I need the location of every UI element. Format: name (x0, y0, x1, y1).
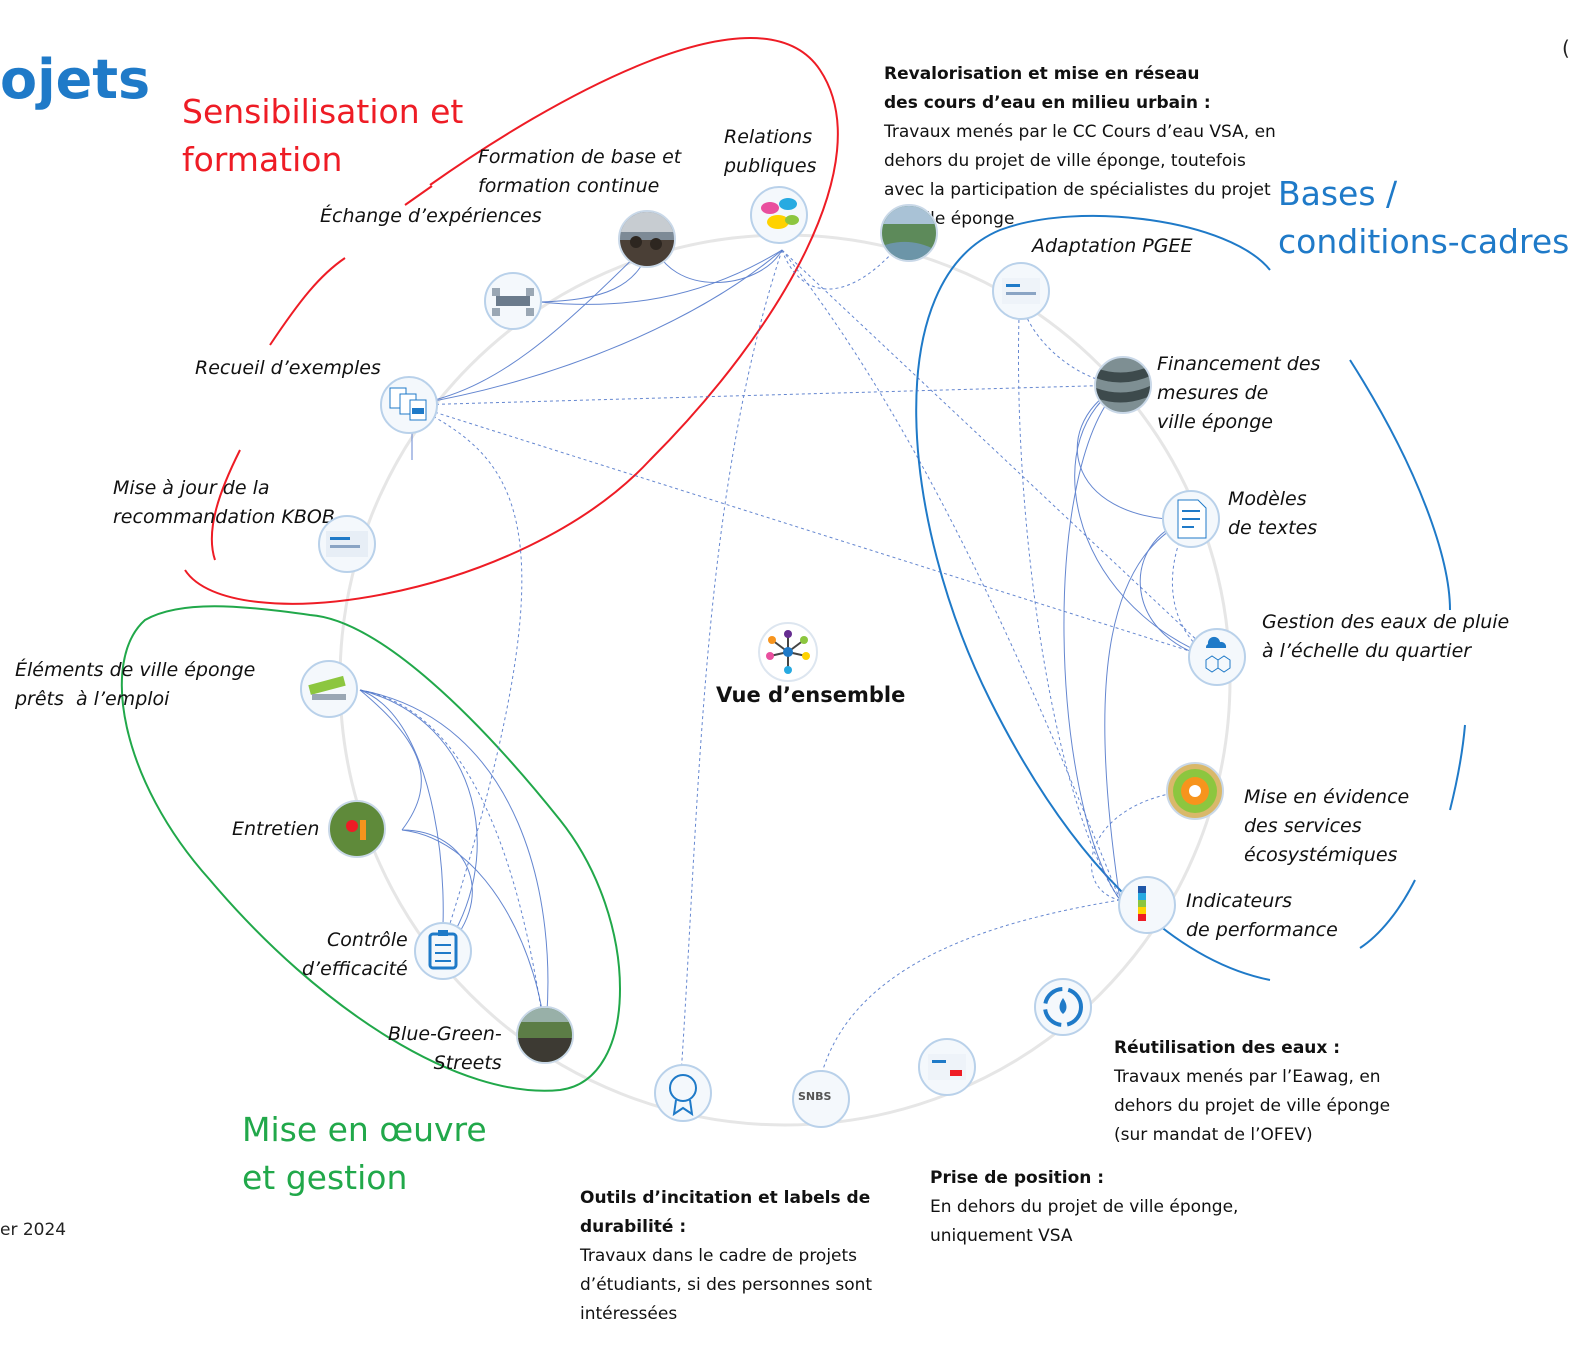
snbs-text: SNBS (798, 1090, 832, 1103)
rain-cloud-hexagon-icon[interactable] (1188, 628, 1246, 686)
snbs-label-icon[interactable]: SNBS (792, 1070, 850, 1128)
group-title-mise-en-oeuvre: Mise en œuvre et gestion (242, 1110, 487, 1197)
ecosystem-services-wheel-icon[interactable] (1166, 762, 1224, 820)
ready-elements-icon[interactable] (300, 660, 358, 718)
financing-photo-icon[interactable] (1094, 356, 1152, 414)
label-echange: Échange d’expériences (320, 205, 542, 227)
label-kbob: Mise à jour de la recommandation KBOB (113, 477, 335, 528)
block-prise-position: Prise de position :En dehors du projet d… (930, 1168, 1239, 1246)
sensibilisation-outline (184, 37, 839, 605)
maintenance-photo-icon[interactable] (328, 800, 386, 858)
overview-label: Vue d’ensemble (716, 683, 906, 707)
label-controle: Contrôle d’efficacité (302, 929, 408, 980)
label-entretien: Entretien (232, 818, 320, 840)
sensibilisation-outline-left (210, 449, 241, 561)
sustainability-badge-icon[interactable] (654, 1064, 712, 1122)
documents-stack-icon[interactable] (380, 376, 438, 434)
position-paper-icon[interactable] (918, 1038, 976, 1096)
date-fragment: er 2024 (0, 1220, 67, 1240)
water-reuse-icon[interactable] (1034, 978, 1092, 1036)
group-title-bases: Bases / conditions-cadres (1278, 174, 1570, 261)
label-formation: Formation de base et formation continue (478, 146, 682, 197)
block-outils: Outils d’incitation et labels de durabil… (580, 1188, 873, 1324)
top-right-fragment: ( (1562, 36, 1570, 60)
bases-outline-left (915, 214, 1271, 981)
classroom-photo-icon[interactable] (618, 210, 676, 268)
label-services: Mise en évidence des services écosystémi… (1244, 786, 1410, 866)
sensibilisation-outline-mid (269, 257, 346, 346)
text-template-icon[interactable] (1162, 490, 1220, 548)
performance-indicator-icon[interactable] (1118, 876, 1176, 934)
kbob-document-icon[interactable] (318, 515, 376, 573)
urban-river-photo-icon[interactable] (880, 204, 938, 262)
sensibilisation-outline-top (404, 185, 433, 206)
mise-en-oeuvre-outline (120, 605, 621, 1092)
label-recueil: Recueil d’exemples (195, 357, 381, 379)
label-elements: Éléments de ville éponge prêts à l’emplo… (15, 659, 256, 710)
label-pgee: Adaptation PGEE (1032, 235, 1193, 257)
speech-bubbles-icon[interactable] (750, 186, 808, 244)
bases-outline-right-top (1349, 359, 1451, 611)
clipboard-checklist-icon[interactable] (414, 922, 472, 980)
pgee-document-icon[interactable] (992, 262, 1050, 320)
bases-outline-right-mid (1449, 724, 1466, 811)
group-title-sensibilisation: Sensibilisation et formation (182, 92, 464, 179)
block-reutilisation: Réutilisation des eaux :Travaux menés pa… (1114, 1038, 1391, 1145)
block-revalorisation: Revalorisation et mise en réseau des cou… (884, 64, 1276, 229)
page-title-fragment: ojets (0, 48, 151, 111)
overview-network-icon[interactable] (758, 622, 818, 682)
label-indicateurs: Indicateurs de performance (1186, 890, 1338, 941)
label-gestion-pluie: Gestion des eaux de pluie à l’échelle du… (1262, 611, 1510, 662)
label-financement: Financement des mesures de ville éponge (1157, 353, 1321, 433)
bases-outline-right-bottom (1359, 879, 1416, 949)
label-modeles: Modèles de textes (1228, 488, 1318, 539)
meeting-table-icon[interactable] (484, 272, 542, 330)
label-bgs: Blue-Green- Streets (388, 1023, 502, 1074)
label-relations: Relations publiques (724, 126, 817, 177)
blue-green-street-photo-icon[interactable] (516, 1006, 574, 1064)
